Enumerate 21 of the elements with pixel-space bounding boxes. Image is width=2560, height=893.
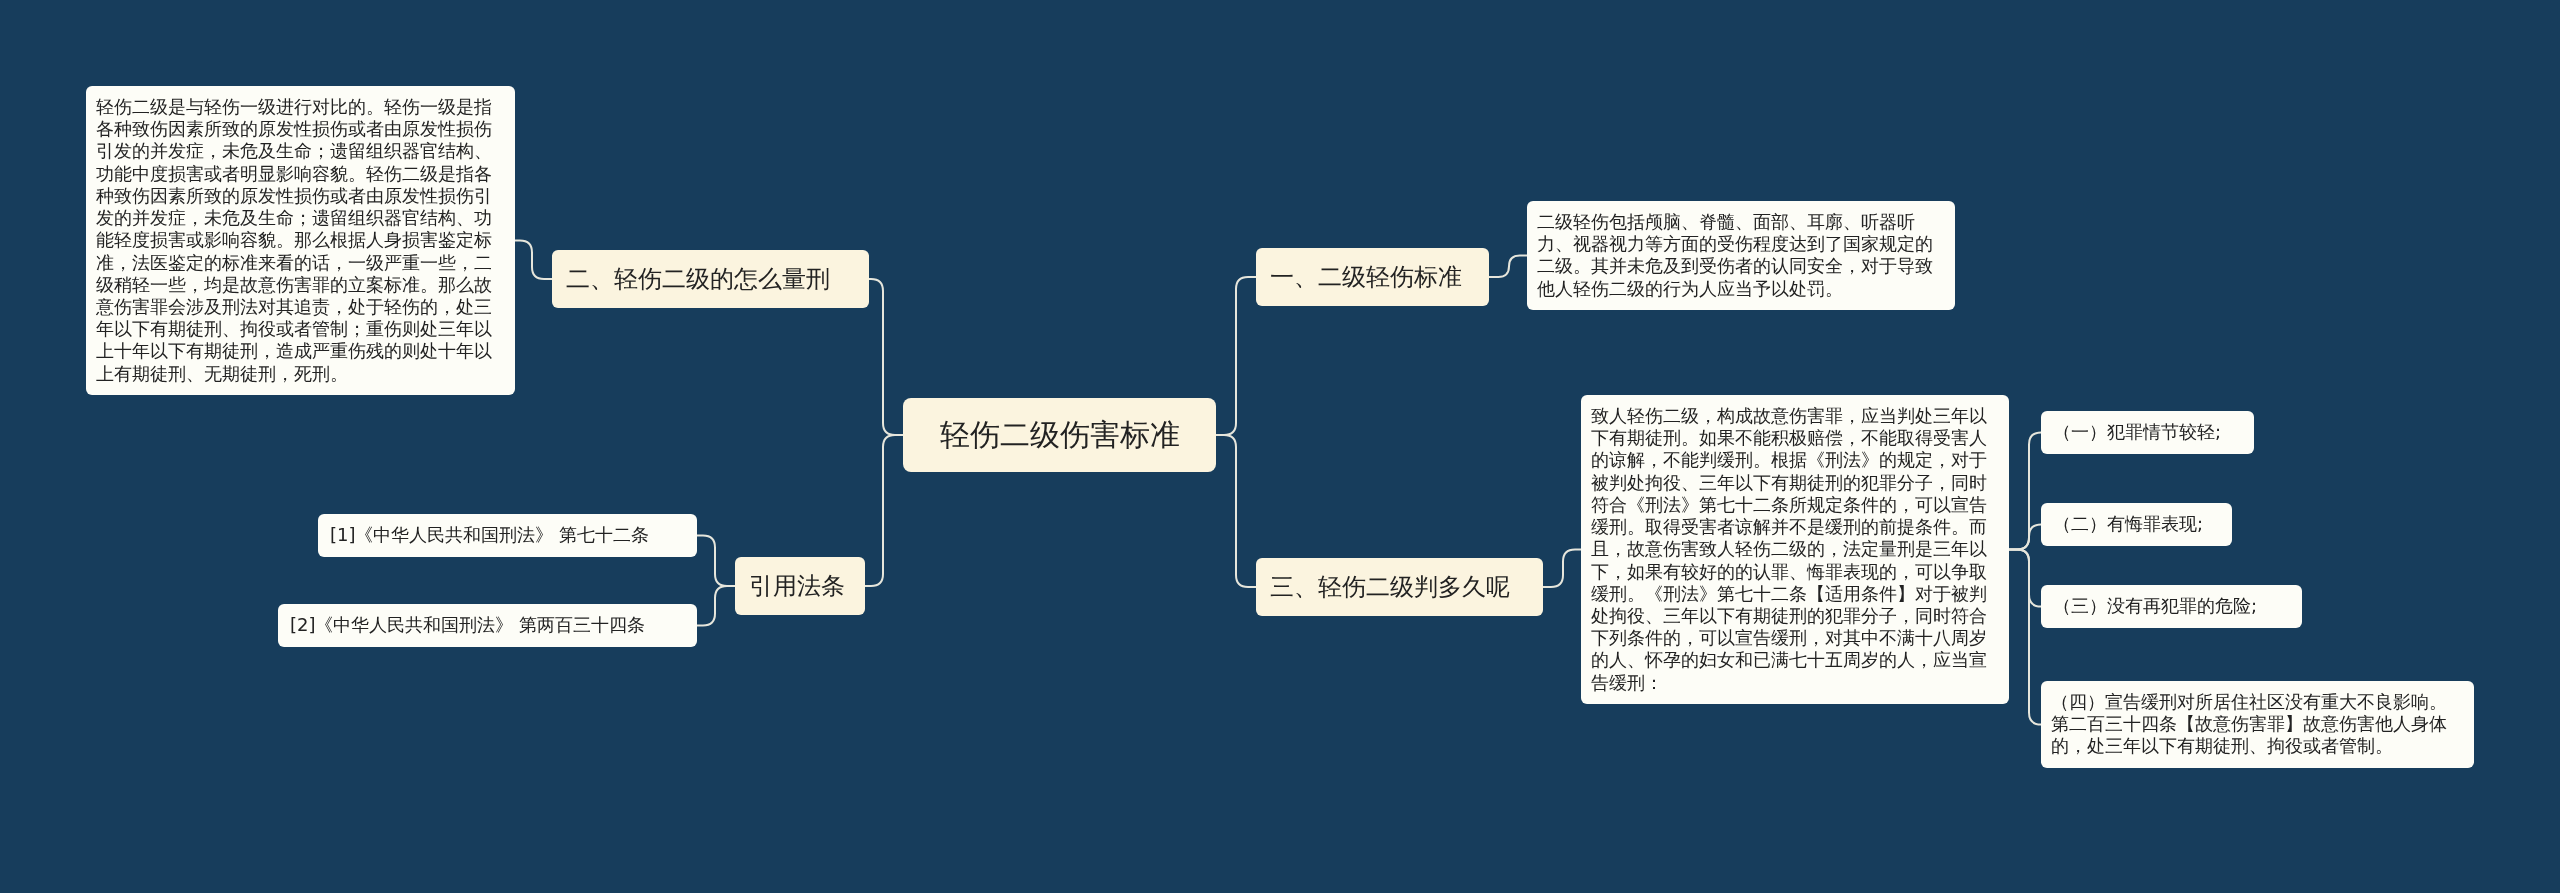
connector-line — [864, 434, 904, 587]
topic-box: [1]《中华人民共和国刑法》 第七十二条 — [318, 514, 697, 557]
topic-box: （二）有悔罪表现; — [2041, 503, 2232, 546]
topic-box: [2]《中华人民共和国刑法》 第两百三十四条 — [278, 604, 697, 647]
topic-box: （三）没有再犯罪的危险; — [2041, 585, 2302, 628]
connector-line — [696, 585, 736, 627]
topic-box: 引用法条 — [735, 557, 865, 616]
central-topic: 轻伤二级伤害标准 — [903, 398, 1216, 473]
note-box: 二级轻伤包括颅脑、脊髓、面部、耳廓、听器听力、视器视力等方面的受伤程度达到了国家规定的二级。其并未危及到受伤者的认同安全，对于导致他人轻伤二级的行为人应当予以处罚。 — [1527, 201, 1955, 310]
connector-line — [1215, 434, 1257, 588]
note-box: 致人轻伤二级，构成故意伤害罪，应当判处三年以下有期徒刑。如果不能积极赔偿，不能取得受害人的谅解，不能判缓刑。根据《刑法》的规定，对于被判处拘役、三年以下有期徒刑的犯罪分子，同时符合《刑法》第七十二条所规定条件的，可以宣告缓刑。取得受害者谅解并不是缓刑的前提条件。而且，故意伤害致人轻伤二级的，法定量刑是三年以下，如果有较好的的认罪、悔罪表现的，可以争取缓刑。《刑法》第七十二条【适用条件】对于被判处拘役、三年以下有期徒刑的犯罪分子，同时符合下列条件的，可以宣告缓刑，对其中不满十八周岁的人、怀孕的妇女和已满七十五周岁的人，应当宣告缓刑： — [1581, 395, 2009, 704]
connector-line — [1542, 548, 1582, 588]
topic-box: 一、二级轻伤标准 — [1256, 248, 1489, 307]
connector-line — [514, 239, 553, 280]
note-box: （四）宣告缓刑对所居住社区没有重大不良影响。第二百三十四条【故意伤害罪】故意伤害他人身体的，处三年以下有期徒刑、拘役或者管制。 — [2041, 681, 2474, 768]
note-box: 轻伤二级是与轻伤一级进行对比的。轻伤一级是指各种致伤因素所致的原发性损伤或者由原发性损伤引发的并发症，未危及生命；遗留组织器官结构、功能中度损害或者明显影响容貌。轻伤二级是指各种致伤因素所致的原发性损伤或者由原发性损伤引发的并发症，未危及生命；遗留组织器官结构、功能轻度损害或影响容貌。那么根据人身损害鉴定标准，法医鉴定的标准来看的话，一级严重一些，二级稍轻一些，均是故意伤害罪的立案标准。那么故意伤害罪会涉及刑法对其追责，处于轻伤的，处三年以下有期徒刑、拘役或者管制；重伤则处三年以上十年以下有期徒刑，造成严重伤残的则处十年以上有期徒刑、无期徒刑，死刑。 — [86, 86, 515, 395]
topic-box: 三、轻伤二级判多久呢 — [1256, 558, 1543, 617]
topic-box: （一）犯罪情节较轻; — [2041, 411, 2254, 454]
connector-line — [2008, 548, 2042, 726]
topic-box: 二、轻伤二级的怎么量刑 — [552, 250, 869, 309]
connector-line — [1488, 254, 1528, 278]
